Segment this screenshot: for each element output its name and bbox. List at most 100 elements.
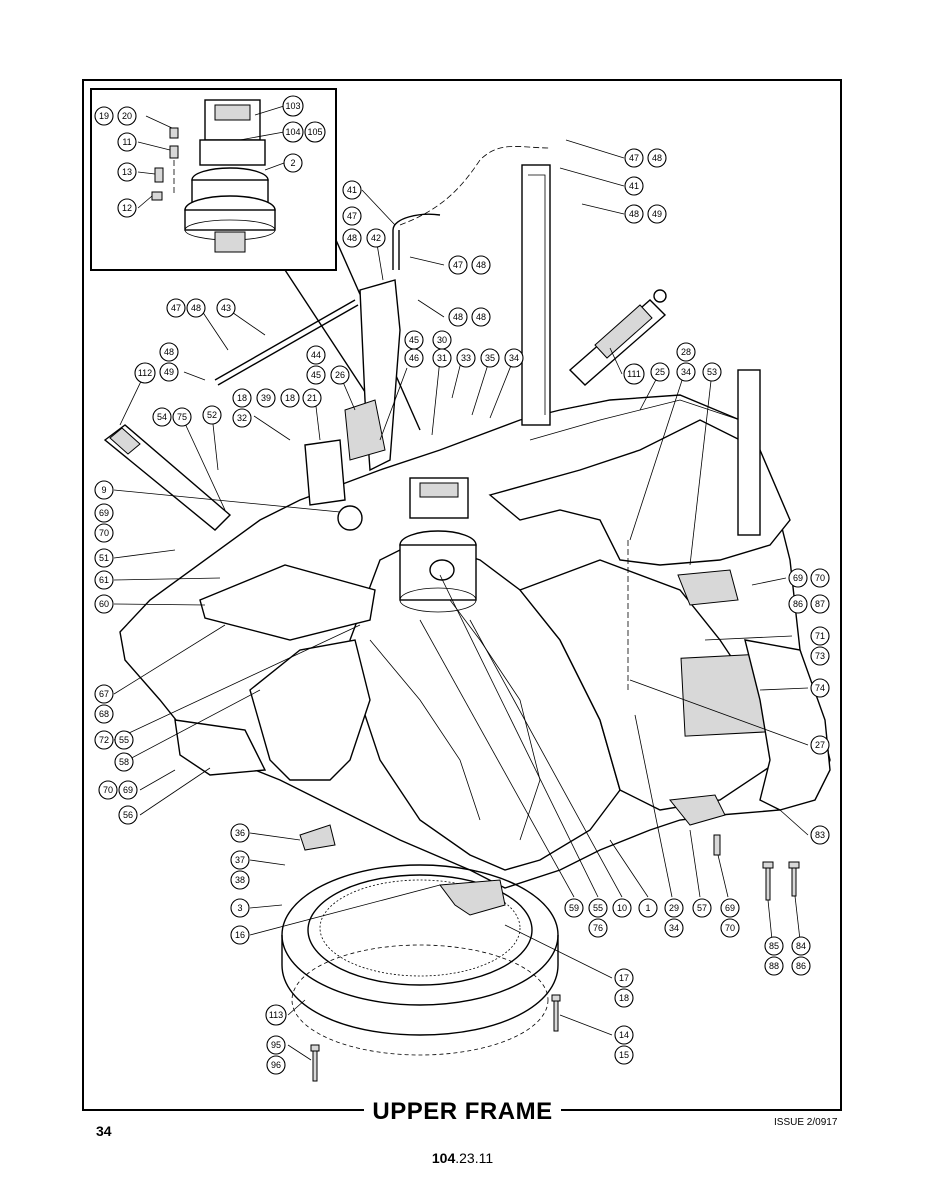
svg-text:51: 51 <box>99 553 109 563</box>
callout-31: 31 <box>432 348 452 368</box>
svg-text:48: 48 <box>652 153 662 163</box>
callout-45b: 45 <box>404 330 424 350</box>
svg-text:46: 46 <box>409 353 419 363</box>
svg-text:17: 17 <box>619 973 629 983</box>
callout-56: 56 <box>118 805 138 825</box>
callout-37: 37 <box>230 850 250 870</box>
svg-text:21: 21 <box>307 393 317 403</box>
svg-text:68: 68 <box>99 709 109 719</box>
svg-text:3: 3 <box>237 903 242 913</box>
svg-text:25: 25 <box>655 367 665 377</box>
svg-text:71: 71 <box>815 631 825 641</box>
svg-text:26: 26 <box>335 370 345 380</box>
bolt-set <box>310 834 800 1082</box>
svg-text:72: 72 <box>99 735 109 745</box>
callout-39: 39 <box>256 388 276 408</box>
callout-95: 95 <box>266 1035 286 1055</box>
callout-48b: 48 <box>624 204 644 224</box>
callout-69c: 69 <box>118 780 138 800</box>
callout-111: 111 <box>623 363 645 385</box>
svg-text:86: 86 <box>793 599 803 609</box>
callout-18b: 18 <box>280 388 300 408</box>
callout-14: 14 <box>614 1025 634 1045</box>
callout-86b: 86 <box>791 956 811 976</box>
callout-86a: 86 <box>788 594 808 614</box>
callout-72: 72 <box>94 730 114 750</box>
callout-87: 87 <box>810 594 830 614</box>
svg-text:67: 67 <box>99 689 109 699</box>
svg-text:34: 34 <box>681 367 691 377</box>
svg-text:34: 34 <box>509 353 519 363</box>
svg-text:1: 1 <box>645 903 650 913</box>
callout-13: 13 <box>117 162 137 182</box>
svg-text:75: 75 <box>177 412 187 422</box>
svg-text:59: 59 <box>569 903 579 913</box>
callout-54: 54 <box>152 407 172 427</box>
page-number: 34 <box>96 1123 112 1139</box>
callout-96: 96 <box>266 1055 286 1075</box>
svg-text:18: 18 <box>619 993 629 1003</box>
callout-46: 46 <box>404 348 424 368</box>
svg-text:70: 70 <box>99 528 109 538</box>
svg-text:104: 104 <box>285 127 300 137</box>
callout-47a: 47 <box>624 148 644 168</box>
cylinder-112 <box>103 424 232 531</box>
svg-text:69: 69 <box>793 573 803 583</box>
callout-30: 30 <box>432 330 452 350</box>
svg-text:60: 60 <box>99 599 109 609</box>
rear-frame <box>488 164 791 566</box>
svg-text:13: 13 <box>122 167 132 177</box>
callout-59: 59 <box>564 898 584 918</box>
svg-text:69: 69 <box>99 508 109 518</box>
callout-58: 58 <box>114 752 134 772</box>
callout-51: 51 <box>94 548 114 568</box>
callout-83: 83 <box>810 825 830 845</box>
svg-text:54: 54 <box>157 412 167 422</box>
callout-20: 20 <box>117 106 137 126</box>
svg-text:57: 57 <box>697 903 707 913</box>
callout-70c: 70 <box>98 780 118 800</box>
callout-35: 35 <box>480 348 500 368</box>
swing-motor-inset <box>90 88 421 431</box>
callout-45a: 45 <box>306 365 326 385</box>
svg-text:70: 70 <box>103 785 113 795</box>
svg-text:31: 31 <box>437 353 447 363</box>
callout-25: 25 <box>650 362 670 382</box>
svg-text:86: 86 <box>796 961 806 971</box>
callout-57: 57 <box>692 898 712 918</box>
callout-17: 17 <box>614 968 634 988</box>
callout-70a: 70 <box>94 523 114 543</box>
svg-text:111: 111 <box>627 369 641 379</box>
svg-text:33: 33 <box>461 353 471 363</box>
callout-38: 38 <box>230 870 250 890</box>
callout-47c: 47 <box>448 255 468 275</box>
callout-71: 71 <box>810 626 830 646</box>
svg-text:18: 18 <box>237 393 247 403</box>
callout-105: 105 <box>304 121 326 143</box>
hose-assembly <box>392 146 551 270</box>
callout-47b: 47 <box>342 206 362 226</box>
callout-41b: 41 <box>342 180 362 200</box>
callout-18a: 18 <box>232 388 252 408</box>
svg-text:73: 73 <box>815 651 825 661</box>
callout-44: 44 <box>306 345 326 365</box>
slewing-ring <box>281 824 559 1056</box>
svg-text:18: 18 <box>285 393 295 403</box>
svg-text:112: 112 <box>138 368 152 378</box>
callout-42: 42 <box>366 228 386 248</box>
svg-text:39: 39 <box>261 393 271 403</box>
svg-text:12: 12 <box>122 203 132 213</box>
page-title-text: UPPER FRAME <box>364 1098 561 1125</box>
callout-68: 68 <box>94 704 114 724</box>
svg-text:69: 69 <box>123 785 133 795</box>
svg-text:56: 56 <box>123 810 133 820</box>
callout-60: 60 <box>94 594 114 614</box>
callout-69d: 69 <box>720 898 740 918</box>
svg-text:70: 70 <box>815 573 825 583</box>
svg-text:11: 11 <box>122 137 131 147</box>
svg-text:58: 58 <box>119 757 129 767</box>
callout-70d: 70 <box>720 918 740 938</box>
svg-text:27: 27 <box>815 740 825 750</box>
svg-text:105: 105 <box>307 127 322 137</box>
